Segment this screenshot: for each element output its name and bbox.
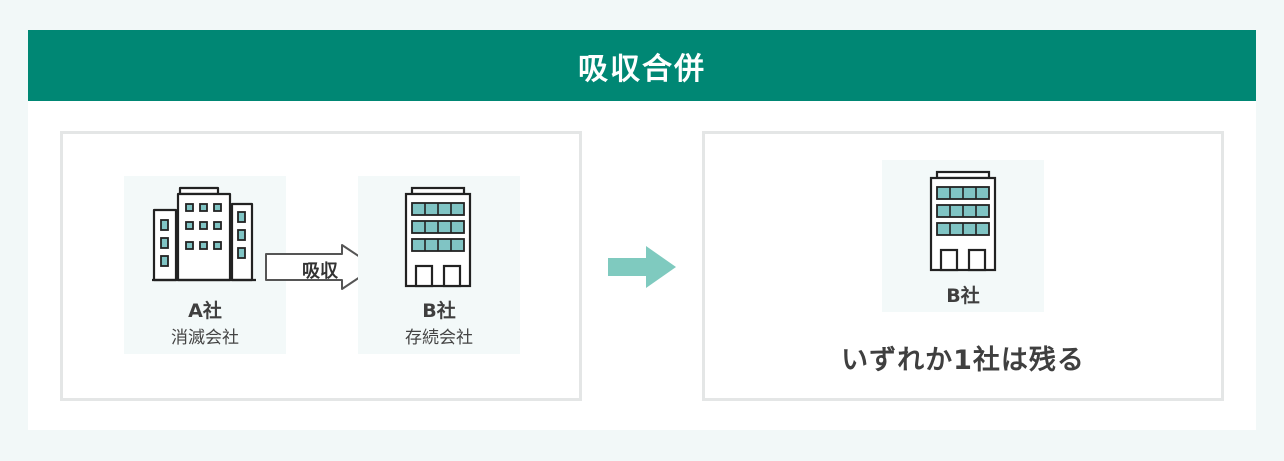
building-icon bbox=[404, 186, 472, 288]
company-b-name: B社 bbox=[422, 300, 456, 322]
absorb-label: 吸収 bbox=[302, 261, 338, 282]
company-a-role: 消滅会社 bbox=[171, 328, 239, 348]
arrow-right-icon bbox=[608, 246, 676, 288]
company-b-role: 存続会社 bbox=[405, 328, 473, 348]
office-building-icon bbox=[152, 186, 256, 282]
diagram-header: 吸収合併 bbox=[28, 30, 1256, 101]
diagram-title: 吸収合併 bbox=[578, 51, 706, 87]
result-company-name: B社 bbox=[946, 285, 980, 307]
company-a-name: A社 bbox=[188, 300, 222, 322]
result-caption: いずれか1社は残る bbox=[841, 345, 1085, 376]
result-building-icon bbox=[929, 170, 997, 272]
